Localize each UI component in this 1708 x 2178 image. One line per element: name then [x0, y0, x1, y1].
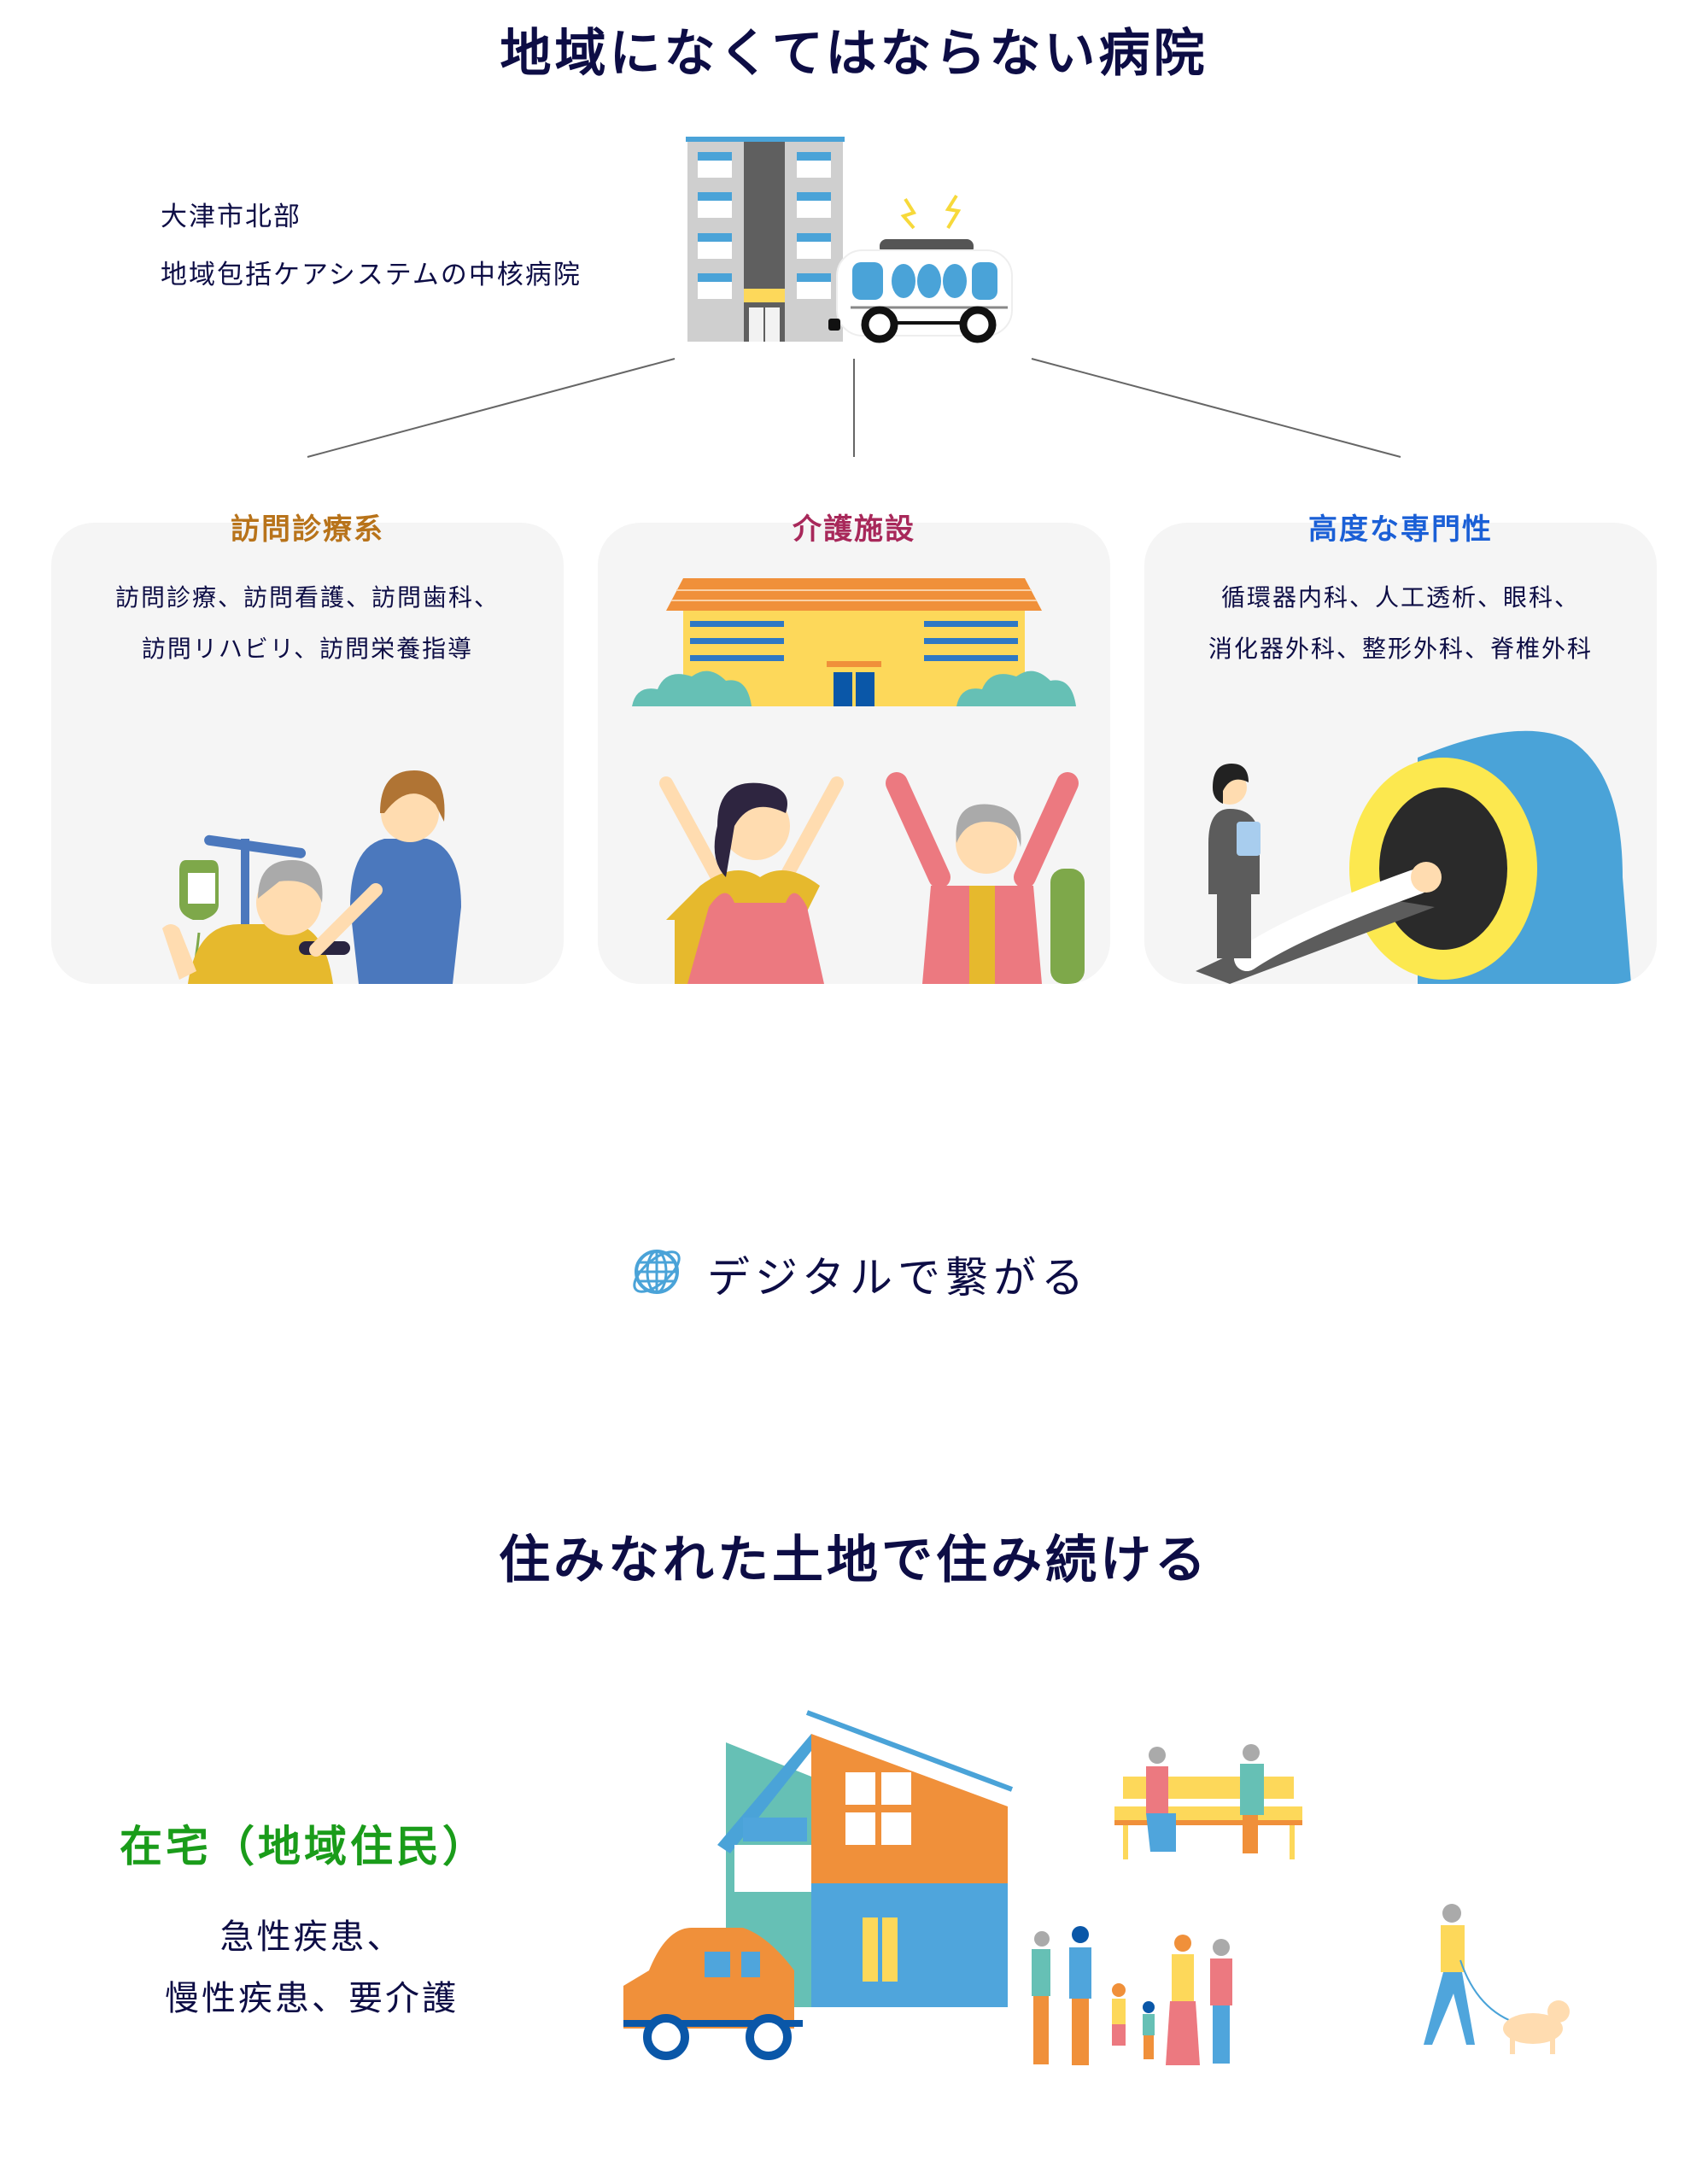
home-conditions-line-2: 慢性疾患、要介護: [165, 1979, 459, 2018]
card-care-facility: [598, 523, 1110, 984]
nurse-wheelchair-illustration: [102, 745, 529, 984]
hospital-building-icon: [686, 137, 845, 342]
card-home-visit-medical: [51, 523, 564, 984]
home-conditions-line-1: 急性疾患、: [219, 1917, 404, 1957]
globe-icon: [630, 1245, 683, 1298]
card-services-line-1: 訪問診療、訪問看護、訪問歯科、: [114, 583, 500, 612]
community-title: 住みなれた土地で住み続ける: [499, 1531, 1209, 1590]
card-services-line-2: 訪問リハビリ、訪問栄養指導: [141, 635, 474, 663]
card-specialty-line-1: 循環器内科、人工透析、眼科、: [1220, 583, 1580, 612]
community-house-illustration: [615, 1700, 1597, 2084]
ambulance-icon: [828, 192, 1025, 344]
page-title: 地域になくてはならない病院: [500, 24, 1208, 84]
card-specialty-line-2: 消化器外科、整形外科、脊椎外科: [1208, 635, 1593, 663]
card-title-care-facility: 介護施設: [793, 512, 915, 547]
card-advanced-specialty: [1144, 523, 1657, 984]
connector-lines: [307, 358, 1401, 458]
hospital-role-label: 地域包括ケアシステムの中核病院: [161, 260, 582, 290]
mri-scanner-illustration: [1179, 723, 1640, 984]
care-facility-building-icon: [632, 578, 1076, 706]
card-title-home-visit: 訪問診療系: [231, 512, 384, 547]
cheering-people-illustration: [615, 749, 1093, 984]
home-residents-title: 在宅（地域住民）: [120, 1822, 488, 1871]
card-title-advanced-specialty: 高度な専門性: [1308, 512, 1493, 547]
hospital-location-label: 大津市北部: [161, 202, 301, 232]
digital-connection-label: デジタルで繋がる: [707, 1253, 1089, 1303]
